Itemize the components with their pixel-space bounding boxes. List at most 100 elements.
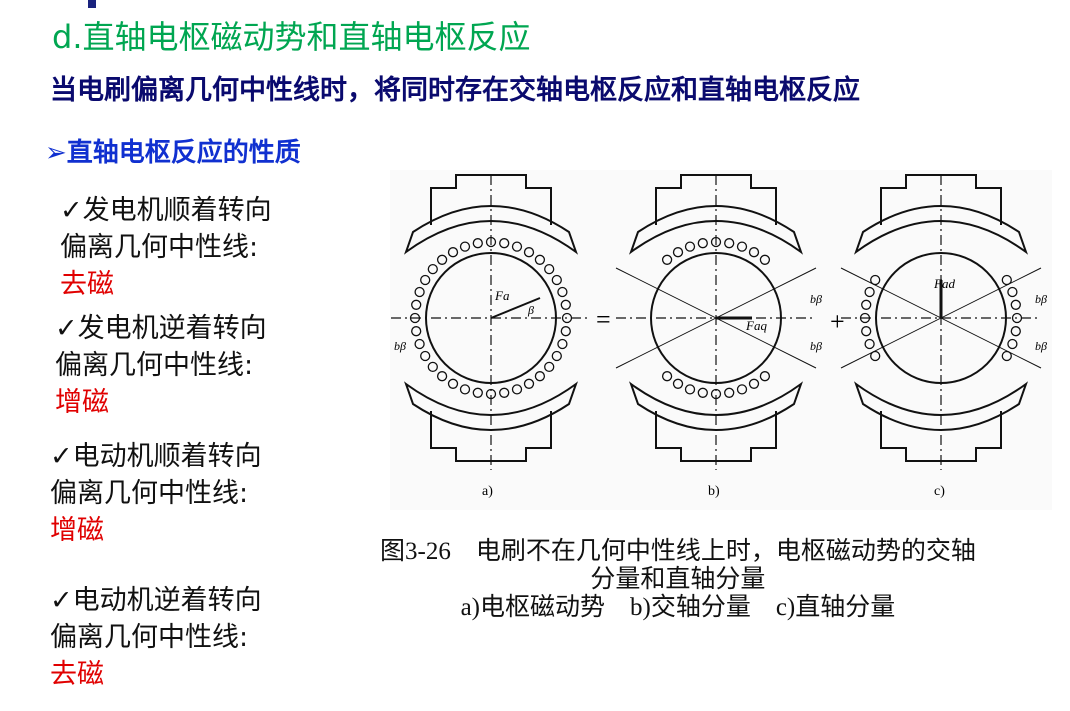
conductor <box>472 238 483 249</box>
check-icon: ✓ <box>50 585 73 616</box>
item-text: 偏离几何中性线: <box>50 622 249 653</box>
conductor <box>684 384 696 395</box>
item-result: 去磁 <box>50 659 104 690</box>
conductor <box>684 241 696 252</box>
fa-label: Fa <box>494 288 510 303</box>
conductor <box>551 274 562 286</box>
conductor <box>459 241 471 252</box>
conductor <box>499 387 510 398</box>
conductor <box>544 263 555 275</box>
check-icon: ✓ <box>60 195 83 226</box>
conductor <box>409 312 421 324</box>
bbeta-label: bβ <box>1035 339 1047 353</box>
faq-label: Faq <box>745 318 767 333</box>
item-text: 偏离几何中性线: <box>55 350 254 381</box>
conductor <box>459 384 471 395</box>
check-icon: ✓ <box>50 441 73 472</box>
conductor <box>561 312 573 324</box>
conductor <box>414 286 425 298</box>
armature-figure: a) b) c) = + Fa β bβ Faq bβ bβ Fad bβ bβ <box>390 170 1052 510</box>
conductor <box>1011 312 1023 324</box>
conductor <box>544 361 555 373</box>
conductor <box>499 238 510 249</box>
conductor <box>861 326 872 337</box>
caption-line: a)电枢磁动势 b)交轴分量 c)直轴分量 <box>460 594 896 621</box>
conductor <box>661 371 673 382</box>
conductor <box>697 238 708 249</box>
conductor <box>420 350 431 362</box>
conductor <box>411 326 422 337</box>
conductor <box>759 254 771 265</box>
caption-line: 分量和直轴分量 <box>590 566 766 593</box>
item-text: 电动机逆着转向 <box>72 585 262 616</box>
conductor <box>557 286 568 298</box>
conductor <box>551 350 562 362</box>
conductor <box>560 299 571 310</box>
conductor <box>436 371 448 382</box>
beta-label: β <box>527 303 534 317</box>
list-item: ✓电动机顺着转向偏离几何中性线:增磁 <box>50 438 262 549</box>
conductor <box>511 241 523 252</box>
fad-label: Fad <box>933 276 955 291</box>
label-c: c) <box>934 484 945 499</box>
label-a: a) <box>482 484 493 499</box>
figure-caption: 图3-26 电刷不在几何中性线上时，电枢磁动势的交轴 分量和直轴分量 a)电枢磁… <box>380 538 976 622</box>
conductor <box>427 263 438 275</box>
conductor <box>485 388 497 400</box>
item-text: 发电机顺着转向 <box>82 195 272 226</box>
conductor <box>864 286 875 298</box>
conductor <box>748 378 760 389</box>
conductor <box>736 384 748 395</box>
bbeta-label: bβ <box>394 339 406 353</box>
subtitle: 当电刷偏离几何中性线时，将同时存在交轴电枢反应和直轴电枢反应 <box>50 75 860 106</box>
conductor <box>447 378 459 389</box>
item-text: 偏离几何中性线: <box>60 232 259 263</box>
conductor <box>414 338 425 350</box>
conductor <box>864 338 875 350</box>
conductor <box>859 312 871 324</box>
conductor <box>472 387 483 398</box>
conductor <box>1010 299 1021 310</box>
caption-line: 图3-26 电刷不在几何中性线上时，电枢磁动势的交轴 <box>380 538 976 565</box>
section-heading: ➢直轴电枢反应的性质 <box>45 132 301 169</box>
list-item: ✓发电机逆着转向偏离几何中性线: 增磁 <box>55 310 267 421</box>
conductor <box>447 247 459 258</box>
conductor <box>420 274 431 286</box>
conductor <box>870 274 881 286</box>
conductor <box>1001 350 1012 362</box>
conductor <box>759 371 771 382</box>
conductor <box>411 299 422 310</box>
check-icon: ✓ <box>55 313 78 344</box>
item-text: 电动机顺着转向 <box>72 441 262 472</box>
conductor <box>534 371 546 382</box>
equals-sign: = <box>596 305 611 334</box>
bbeta-label: bβ <box>1035 292 1047 306</box>
item-result: 增磁 <box>55 387 109 418</box>
list-item: ✓发电机顺着转向偏离几何中性线: 去磁 <box>60 192 272 303</box>
conductor <box>523 247 535 258</box>
top-accent-bar <box>88 0 96 8</box>
conductor <box>748 247 760 258</box>
section-label: 直轴电枢反应的性质 <box>66 138 301 168</box>
arrow-bullet-icon: ➢ <box>45 138 67 168</box>
conductor <box>861 299 872 310</box>
item-result: 去磁 <box>60 269 114 300</box>
bbeta-label: bβ <box>810 292 822 306</box>
conductor <box>661 254 673 265</box>
conductor <box>724 387 735 398</box>
conductor <box>1007 338 1018 350</box>
conductor <box>436 254 448 265</box>
conductor <box>697 387 708 398</box>
conductor <box>736 241 748 252</box>
conductor <box>1007 286 1018 298</box>
item-text: 发电机逆着转向 <box>77 313 267 344</box>
plus-sign: + <box>830 307 845 336</box>
list-item: ✓电动机逆着转向偏离几何中性线: 去磁 <box>50 582 262 693</box>
conductor <box>523 378 535 389</box>
conductor <box>724 238 735 249</box>
conductor <box>534 254 546 265</box>
page-title: d.直轴电枢磁动势和直轴电枢反应 <box>52 18 531 56</box>
conductor <box>511 384 523 395</box>
conductor <box>1001 274 1012 286</box>
conductor <box>427 361 438 373</box>
